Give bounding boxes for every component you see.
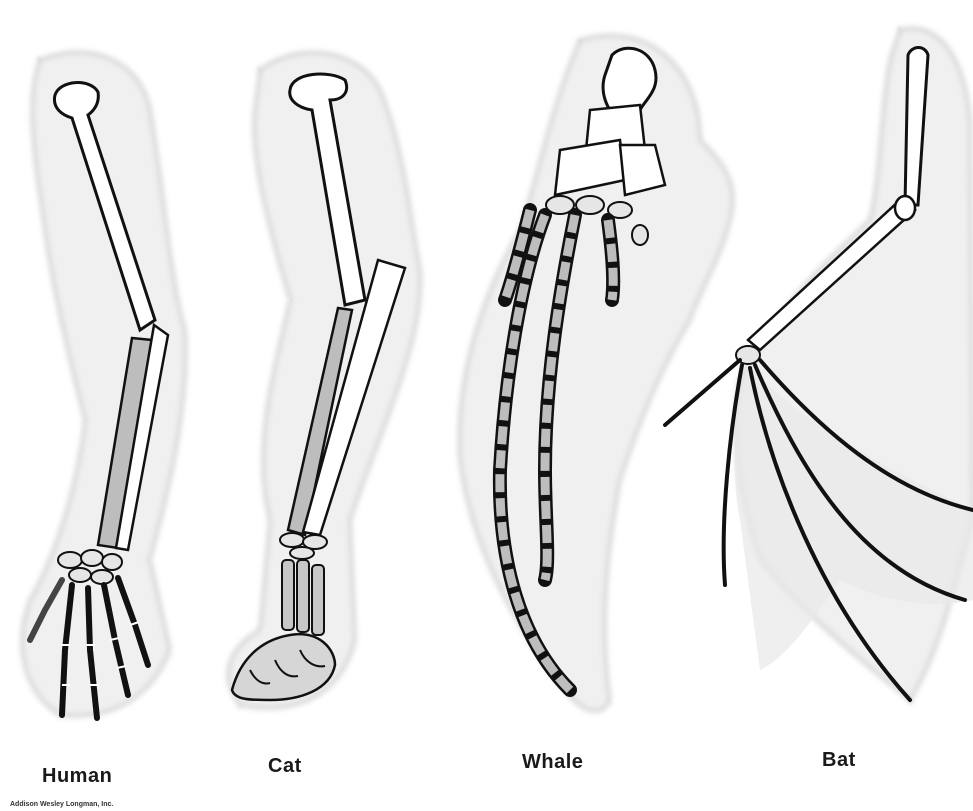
bat-elbow (895, 196, 915, 220)
label-bat: Bat (822, 749, 856, 771)
bat-wing (665, 28, 973, 700)
label-human: Human (42, 765, 112, 787)
human-arm (22, 52, 185, 718)
label-whale: Whale (522, 751, 583, 773)
label-cat: Cat (268, 755, 302, 777)
bat-thumb (665, 360, 740, 425)
copyright-credit: Addison Wesley Longman, Inc. (10, 801, 113, 808)
cat-leg (228, 53, 420, 708)
cat-metacarpals (282, 560, 324, 635)
whale-flipper (459, 36, 732, 711)
human-skin-outline (22, 52, 185, 715)
